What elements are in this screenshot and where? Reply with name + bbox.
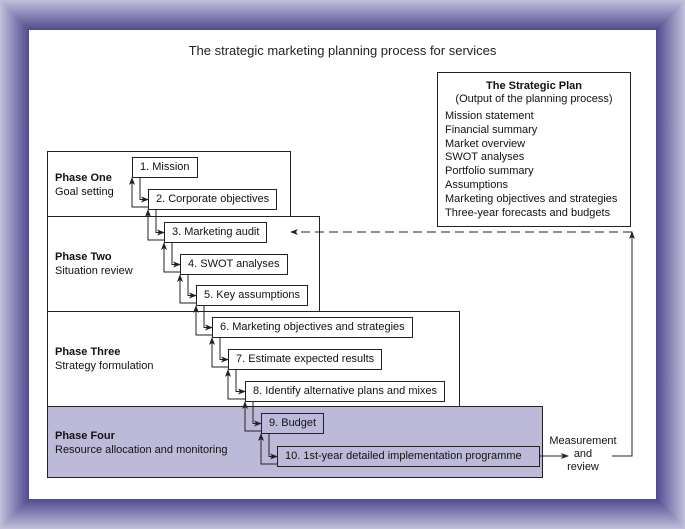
phase-three-name: Phase Three [55, 346, 121, 358]
step-6-marketing-objectives: 6. Marketing objectives and strategies [212, 317, 413, 338]
measurement-line-2: and [573, 448, 593, 460]
phase-one-subtitle: Goal setting [55, 186, 114, 198]
plan-item: SWOT analyses [445, 151, 525, 164]
measurement-line-3: review [567, 461, 599, 473]
step-5-key-assumptions: 5. Key assumptions [196, 285, 308, 306]
step-8-alternative-plans: 8. Identify alternative plans and mixes [245, 381, 446, 402]
strategic-plan-title: The Strategic Plan [486, 80, 582, 92]
frame-top [0, 0, 685, 30]
plan-item: Marketing objectives and strategies [445, 192, 618, 205]
step-1-mission: 1. Mission [132, 157, 198, 178]
step-2-corporate-objectives: 2. Corporate objectives [148, 189, 278, 210]
phase-four-subtitle: Resource allocation and monitoring [55, 444, 228, 456]
plan-item: Mission statement [445, 110, 534, 122]
phase-two-label: Phase Two Situation review [55, 250, 133, 278]
plan-item: Financial summary [445, 123, 538, 136]
measurement-line-1: Measurement [549, 435, 617, 447]
strategic-plan-subtitle: (Output of the planning process) [455, 93, 613, 105]
plan-item: Market overview [445, 137, 526, 150]
step-4-swot-analyses: 4. SWOT analyses [180, 254, 288, 275]
phase-three-label: Phase Three Strategy formulation [55, 345, 153, 373]
phase-one-name: Phase One [55, 172, 112, 184]
phase-three-subtitle: Strategy formulation [55, 360, 154, 372]
diagram-title: The strategic marketing planning process… [188, 43, 497, 58]
plan-item: Portfolio summary [445, 165, 534, 178]
phase-two-subtitle: Situation review [55, 265, 133, 277]
plan-item: Three-year forecasts and budgets [445, 206, 611, 219]
step-10-implementation-programme: 10. 1st-year detailed implementation pro… [277, 446, 540, 467]
step-9-budget: 9. Budget [261, 413, 325, 434]
phase-one-label: Phase One Goal setting [55, 171, 114, 199]
step-7-estimate-results: 7. Estimate expected results [228, 349, 383, 370]
frame-left [0, 0, 29, 529]
frame-right [656, 0, 685, 529]
frame-bottom [0, 499, 685, 529]
phase-four-label: Phase Four Resource allocation and monit… [55, 429, 227, 457]
strategic-plan-box: The Strategic Plan (Output of the planni… [437, 72, 631, 227]
measurement-review-label: Measurement and review [548, 435, 618, 474]
plan-item: Assumptions [445, 178, 508, 191]
step-3-marketing-audit: 3. Marketing audit [164, 222, 268, 243]
phase-four-name: Phase Four [55, 430, 115, 442]
phase-two-name: Phase Two [55, 251, 112, 263]
strategic-plan-list: Mission statement Financial summary Mark… [445, 110, 630, 220]
